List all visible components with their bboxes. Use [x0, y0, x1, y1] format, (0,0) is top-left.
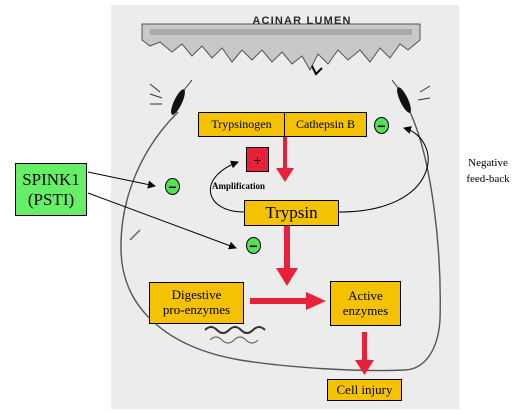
junction-right: [391, 79, 431, 113]
digestive-label: Digestive: [171, 287, 222, 303]
spink1-label: SPINK1: [22, 169, 80, 189]
arrow-trypsin-to-enzymes: [276, 226, 298, 286]
trypsinogen-box: Trypsinogen: [198, 112, 285, 137]
amplification-label: Amplification: [212, 181, 265, 191]
enzymes-label: enzymes: [342, 302, 389, 318]
er-squiggle: [204, 326, 266, 334]
trypsin-box: Trypsin: [244, 200, 339, 226]
acinar-lumen-title: ACINAR LUMEN: [252, 15, 352, 27]
amplification-loop: [209, 160, 245, 213]
feedback-loop: [338, 126, 429, 213]
junction-left: [149, 79, 193, 115]
amplification-plus: +: [246, 147, 269, 172]
negative-label-line2: feed-back: [466, 172, 510, 185]
cell-injury-label: Cell injury: [336, 381, 393, 397]
active-label: Active: [348, 287, 383, 303]
cathepsin-b-label: Cathepsin B: [296, 116, 355, 131]
spink-minus-icon: −: [165, 178, 180, 195]
cell-injury-box: Cell injury: [327, 379, 402, 401]
spink-arrow-to-minus: [87, 171, 156, 189]
negative-feedback-label: Negative feed-back: [462, 156, 514, 188]
lumen-notch: [311, 65, 323, 76]
arrow-trypsinogen-to-trypsin: [276, 137, 294, 182]
arrow-active-to-injury: [355, 332, 374, 375]
cell-membrane: [120, 111, 441, 372]
psti-label: (PSTI): [27, 189, 75, 209]
proenzymes-label: pro-enzymes: [162, 302, 231, 317]
digestive-proenzymes-box: Digestive pro-enzymes: [149, 282, 244, 324]
trypsinogen-label: Trypsinogen: [211, 116, 272, 131]
organelle-mark: [129, 229, 141, 241]
active-enzymes-box: Active enzymes: [330, 281, 401, 326]
feedback-minus-icon: −: [374, 117, 389, 134]
arrow-digestive-to-active: [250, 292, 326, 310]
er-squiggle-2: [209, 336, 259, 344]
spink-arrow-to-trypsin: [87, 192, 237, 250]
trypsin-minus-icon: −: [246, 237, 261, 254]
lumen-surface: [141, 23, 421, 72]
cathepsin-b-box: Cathepsin B: [284, 112, 367, 137]
negative-label-line1: Negative: [468, 157, 508, 169]
trypsin-label: Trypsin: [265, 203, 318, 223]
spink1-box: SPINK1 (PSTI): [15, 163, 87, 216]
